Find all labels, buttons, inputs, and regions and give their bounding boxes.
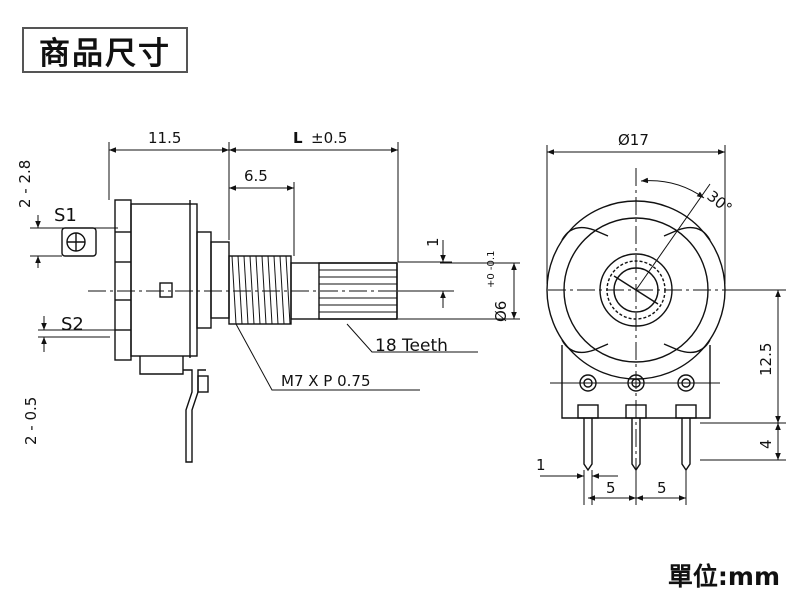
dim-height: 12.5 xyxy=(757,343,775,376)
dim-pin-pitch-right: 5 xyxy=(657,479,667,497)
label-thread: M7 X P 0.75 xyxy=(281,372,371,390)
pcb-base xyxy=(550,345,720,419)
label-teeth: 18 Teeth xyxy=(375,336,448,356)
dim-shaft-dia-tolerance: +0 -0.1 xyxy=(486,251,497,288)
dim-shaft-diameter: Ø6 xyxy=(492,301,510,322)
dim-thread-length: 6.5 xyxy=(244,167,268,185)
dim-shaft-flat: 1 xyxy=(424,237,442,247)
pins xyxy=(583,418,691,472)
dim-angle: 30° xyxy=(704,187,736,218)
page-title: 商品尺寸 xyxy=(22,27,188,73)
dim-shaft-label: L xyxy=(293,129,303,147)
dim-pin-length: 4 xyxy=(757,439,775,449)
dim-s2-range: 2 - 0.5 xyxy=(22,397,40,445)
terminal-lug xyxy=(61,227,97,257)
dim-pin-pitch-left: 5 xyxy=(606,479,616,497)
dim-body-depth: 11.5 xyxy=(148,129,181,147)
dim-front-diameter: Ø17 xyxy=(618,131,649,149)
label-s2: S2 xyxy=(61,314,84,335)
dim-s1-range: 2 - 2.8 xyxy=(16,160,34,208)
shaft xyxy=(290,262,398,320)
front-view: Ø17 30° 12.5 4 1 5 5 xyxy=(536,131,786,505)
dim-shaft-tolerance: ±0.5 xyxy=(311,129,347,147)
unit-label: 單位:mm xyxy=(667,562,780,591)
housing xyxy=(114,199,230,361)
dim-pin-width: 1 xyxy=(536,456,546,474)
thread xyxy=(228,255,292,325)
side-view: 11.5 L ±0.5 6.5 1 Ø6 +0 -0.1 2 - 2.8 S1 … xyxy=(16,129,520,463)
mount-bracket xyxy=(139,356,209,463)
label-s1: S1 xyxy=(54,205,77,226)
